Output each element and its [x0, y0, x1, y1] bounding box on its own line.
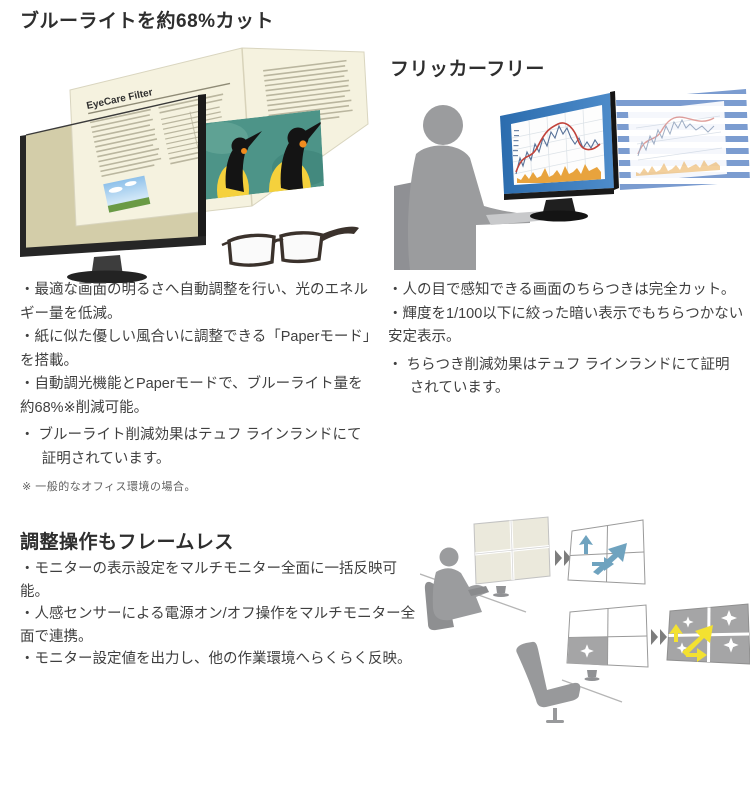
flicker-illustration	[378, 88, 750, 270]
monitor-base	[67, 270, 147, 283]
monitor-bezel-graphic	[20, 94, 206, 283]
coffee-cup-top	[493, 586, 509, 597]
eyeglasses-graphic	[221, 226, 359, 267]
footnote-office-environment: ※ 一般的なオフィス環境の場合。	[22, 481, 197, 493]
bullet-tuv-flicker: ・ ちらつき削減効果はテュフ ラインランドにて証明されています。	[388, 356, 730, 397]
frameless-illustration	[420, 512, 750, 747]
yellow-sync-arrows	[669, 624, 713, 662]
magazine-left-column: EyeCare Filter	[86, 82, 231, 213]
bullet-68-percent: ・自動調光機能とPaperモードで、ブルーライト量を約68%※削減可能。	[20, 376, 363, 416]
section-title-flicker: フリッカーフリー	[390, 59, 545, 80]
coffee-cup-bottom	[584, 670, 600, 681]
bullet-export-settings: ・モニター設定値を出力し、他の作業環境へらくらく反映。	[20, 651, 412, 667]
multimonitor-grid-sensor-one	[566, 604, 649, 668]
flicker-bullet-list: ・人の目で感知できる画面のちらつきは完全カット。 ・輝度を1/100以下に絞った…	[388, 279, 744, 401]
chevron-arrows-bottom	[651, 629, 667, 645]
magazine-right-column	[263, 59, 353, 127]
volume-bars	[517, 164, 601, 183]
flicker-ghost-screen	[616, 89, 750, 190]
bluelight-bullet-list: ・最適な画面の明るさへ自動調整を行い、光のエネルギー量を低減。 ・紙に似た優しい…	[20, 279, 373, 471]
sky-photo-thumbnail	[103, 175, 151, 213]
monitor-base	[530, 210, 588, 222]
bullet-low-brightness-stable: ・輝度を1/100以下に絞った暗い表示でもちらつかない安定表示。	[388, 305, 744, 346]
seated-person-silhouette	[424, 547, 489, 631]
penguin-photo	[198, 110, 324, 200]
bluelight-illustration: EyeCare Filter	[2, 38, 374, 283]
bullet-no-visible-flicker: ・人の目で感知できる画面のちらつきは完全カット。	[388, 282, 736, 298]
chart-monitor-graphic	[500, 91, 619, 222]
bullet-presence-sensor: ・人感センサーによる電源オン/オフ操作をマルチモニター全面で連携。	[20, 606, 416, 645]
magazine-page-graphic: EyeCare Filter	[69, 47, 369, 227]
bullet-batch-settings: ・モニターの表示設定をマルチモニター全面に一括反映可能。	[20, 561, 397, 600]
ghost-chart	[635, 115, 723, 176]
blue-sync-arrows	[579, 535, 627, 575]
multimonitor-grid-source	[473, 516, 551, 585]
empty-chair-silhouette	[516, 641, 581, 723]
multimonitor-grid-applied	[567, 519, 646, 585]
bullet-paper-mode: ・紙に似た優しい風合いに調整できる「Paperモード」を搭載。	[20, 329, 371, 369]
frameless-bullet-list: ・モニターの表示設定をマルチモニター全面に一括反映可能。 ・人感センサーによる電…	[20, 558, 420, 671]
person-silhouette	[394, 105, 530, 270]
bullet-tuv-bluelight: ・ ブルーライト削減効果はテュフ ラインランドにて証明されています。	[20, 427, 362, 467]
section-title-frameless: 調整操作もフレームレス	[20, 532, 234, 553]
section-title-bluelight: ブルーライトを約68%カット	[20, 11, 275, 32]
bullet-auto-dimming: ・最適な画面の明るさへ自動調整を行い、光のエネルギー量を低減。	[20, 282, 368, 322]
multimonitor-grid-sensor-all	[666, 603, 750, 665]
chevron-arrows-top	[555, 550, 571, 566]
keyboard-graphic	[468, 586, 489, 596]
stock-chart	[511, 108, 605, 185]
